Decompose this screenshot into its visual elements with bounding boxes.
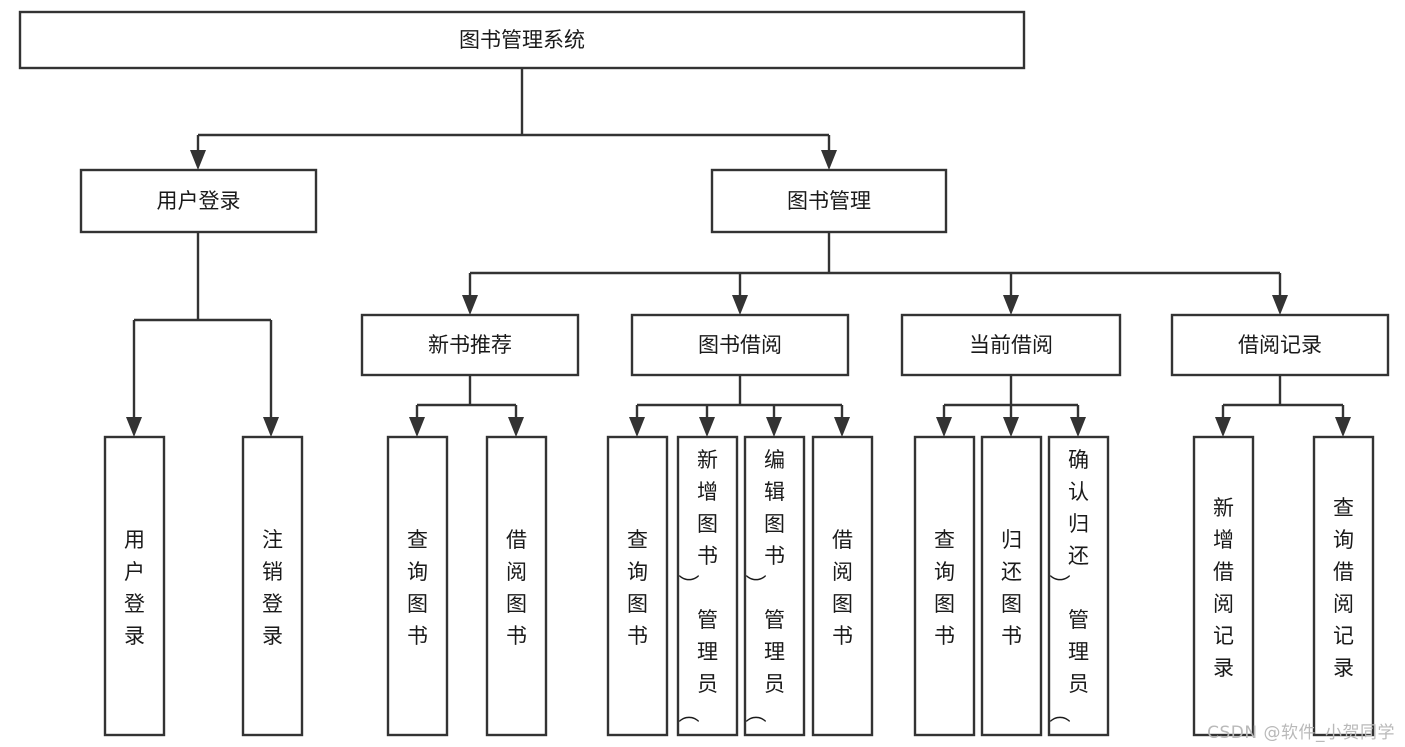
node-box-leaf-confirm-return[interactable] (1047, 435, 1110, 737)
node-box-leaf-query-book-current[interactable] (913, 435, 976, 737)
arrow-to-leaf-return-book (1003, 417, 1019, 437)
connector-current-borrow-bus (942, 375, 1080, 419)
connector-book-borrow-bus (635, 375, 844, 419)
node-label-leaf-add-borrow-record: 新增借阅记录 (1213, 496, 1234, 680)
arrow-to-leaf-borrow-book-rec (508, 417, 524, 437)
arrow-to-leaf-add-book (699, 417, 715, 437)
connector-root-to-level2 (196, 68, 831, 152)
arrow-to-leaf-query-book-borrow (629, 417, 645, 437)
node-label-book-borrow: 图书借阅 (698, 333, 782, 357)
node-book-borrow[interactable]: 图书借阅 (630, 313, 850, 377)
node-layer: 图书管理系统用户登录图书管理新书推荐图书借阅当前借阅借阅记录用户登录注销登录查询… (18, 10, 1390, 737)
arrow-to-new-book-recommend (462, 295, 478, 315)
node-box-leaf-borrow-book-rec[interactable] (485, 435, 548, 737)
node-label-user-login: 用户登录 (157, 189, 241, 213)
connector-layer (126, 68, 1351, 437)
node-label-leaf-edit-book: 编辑图书（管理员） (745, 448, 785, 723)
node-label-leaf-logout: 注销登录 (262, 528, 283, 648)
node-label-leaf-borrow-book: 借阅图书 (832, 528, 853, 648)
node-leaf-query-borrow-record[interactable]: 查询借阅记录 (1312, 435, 1375, 737)
node-label-leaf-add-book: 新增图书（管理员） (678, 448, 718, 723)
arrow-to-leaf-edit-book (766, 417, 782, 437)
node-box-leaf-return-book[interactable] (980, 435, 1043, 737)
connector-new-book-recommend-bus (415, 375, 518, 419)
node-user-login[interactable]: 用户登录 (79, 168, 318, 234)
node-leaf-borrow-book-rec[interactable]: 借阅图书 (485, 435, 548, 737)
node-box-borrow-records[interactable] (1170, 313, 1390, 377)
arrow-to-leaf-logout (263, 417, 279, 437)
arrow-to-user-login (190, 150, 206, 170)
connector-borrow-records-bus (1221, 375, 1345, 419)
node-box-new-book-recommend[interactable] (360, 313, 580, 377)
node-label-leaf-query-book-current: 查询图书 (934, 528, 955, 648)
arrow-to-leaf-add-borrow-record (1215, 417, 1231, 437)
arrow-to-book-borrow (732, 295, 748, 315)
node-label-book-management: 图书管理 (787, 189, 871, 213)
connector-book-management-bus (468, 232, 1282, 297)
node-box-leaf-query-book-borrow[interactable] (606, 435, 669, 737)
node-current-borrow[interactable]: 当前借阅 (900, 313, 1122, 377)
node-leaf-user-login[interactable]: 用户登录 (103, 435, 166, 737)
arrow-to-leaf-borrow-book (834, 417, 850, 437)
node-box-leaf-edit-book[interactable] (743, 435, 806, 737)
node-leaf-add-borrow-record[interactable]: 新增借阅记录 (1192, 435, 1255, 737)
node-leaf-query-book-rec[interactable]: 查询图书 (386, 435, 449, 737)
node-leaf-return-book[interactable]: 归还图书 (980, 435, 1043, 737)
node-new-book-recommend[interactable]: 新书推荐 (360, 313, 580, 377)
node-leaf-query-book-current[interactable]: 查询图书 (913, 435, 976, 737)
node-box-leaf-user-login[interactable] (103, 435, 166, 737)
arrow-to-leaf-query-borrow-record (1335, 417, 1351, 437)
arrow-to-borrow-records (1272, 295, 1288, 315)
node-box-root[interactable] (18, 10, 1026, 70)
node-label-root: 图书管理系统 (459, 28, 585, 52)
arrow-to-leaf-query-book-rec (409, 417, 425, 437)
arrow-to-current-borrow (1003, 295, 1019, 315)
arrow-to-leaf-user-login (126, 417, 142, 437)
arrow-to-leaf-confirm-return (1070, 417, 1086, 437)
node-box-leaf-query-borrow-record[interactable] (1312, 435, 1375, 737)
node-leaf-add-book[interactable]: 新增图书（管理员） (676, 435, 739, 737)
node-label-leaf-confirm-return: 确认归还（管理员） (1049, 448, 1089, 723)
node-leaf-borrow-book[interactable]: 借阅图书 (811, 435, 874, 737)
node-label-new-book-recommend: 新书推荐 (428, 333, 512, 357)
node-leaf-confirm-return[interactable]: 确认归还（管理员） (1047, 435, 1110, 737)
node-label-leaf-query-book-rec: 查询图书 (407, 528, 428, 648)
node-box-leaf-add-book[interactable] (676, 435, 739, 737)
node-label-leaf-query-book-borrow: 查询图书 (627, 528, 648, 648)
node-box-user-login[interactable] (79, 168, 318, 234)
csdn-watermark: CSDN @软件_小贺同学 (1207, 723, 1395, 743)
arrow-to-book-management (821, 150, 837, 170)
node-leaf-logout[interactable]: 注销登录 (241, 435, 304, 737)
node-box-leaf-add-borrow-record[interactable] (1192, 435, 1255, 737)
node-book-management[interactable]: 图书管理 (710, 168, 948, 234)
node-label-current-borrow: 当前借阅 (969, 333, 1053, 357)
node-leaf-edit-book[interactable]: 编辑图书（管理员） (743, 435, 806, 737)
node-root[interactable]: 图书管理系统 (18, 10, 1026, 70)
node-box-leaf-query-book-rec[interactable] (386, 435, 449, 737)
node-box-leaf-borrow-book[interactable] (811, 435, 874, 737)
node-label-leaf-borrow-book-rec: 借阅图书 (506, 528, 527, 648)
node-label-leaf-return-book: 归还图书 (1001, 528, 1022, 648)
node-leaf-query-book-borrow[interactable]: 查询图书 (606, 435, 669, 737)
node-borrow-records[interactable]: 借阅记录 (1170, 313, 1390, 377)
node-label-borrow-records: 借阅记录 (1238, 333, 1322, 357)
node-box-current-borrow[interactable] (900, 313, 1122, 377)
arrow-to-leaf-query-book-current (936, 417, 952, 437)
node-box-book-borrow[interactable] (630, 313, 850, 377)
node-label-leaf-user-login: 用户登录 (124, 528, 145, 648)
node-box-leaf-logout[interactable] (241, 435, 304, 737)
connector-user-login-bus (132, 232, 273, 419)
node-label-leaf-query-borrow-record: 查询借阅记录 (1333, 496, 1354, 680)
node-box-book-management[interactable] (710, 168, 948, 234)
